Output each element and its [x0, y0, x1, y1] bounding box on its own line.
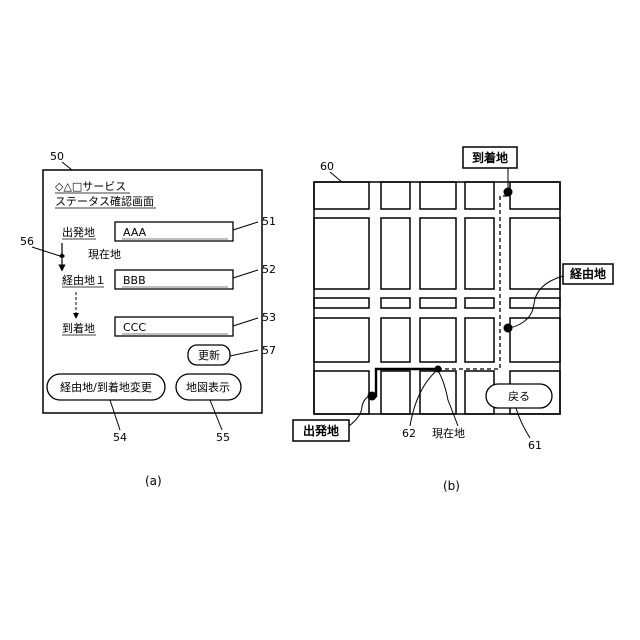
- panel-a: 50 ◇△□サービス ステータス確認画面 出発地 AAA 51 56 現在地 経…: [20, 150, 276, 488]
- panel-b: 60: [293, 147, 613, 493]
- ref-back-button: 61: [528, 439, 542, 452]
- ref-change-button: 54: [113, 431, 127, 444]
- waypoint-value: BBB: [123, 274, 146, 287]
- ref-screen: 50: [50, 150, 64, 163]
- arrival-point: [504, 188, 513, 197]
- current-location-label: 現在地: [88, 248, 121, 261]
- departure-value: AAA: [123, 226, 147, 239]
- current-location-map-label: 現在地: [432, 427, 465, 440]
- caption-a: (a): [145, 474, 162, 488]
- arrival-callout-label: 到着地: [472, 150, 508, 165]
- ref-screen-leader: [62, 162, 72, 170]
- screen-title-line1: ◇△□サービス: [55, 180, 126, 193]
- ref-departure-field: 51: [262, 215, 276, 228]
- ref-route: 62: [402, 427, 416, 440]
- ref-update-button: 57: [262, 344, 276, 357]
- ref-arrival-field: 53: [262, 311, 276, 324]
- screen-title-line2: ステータス確認画面: [55, 194, 154, 208]
- departure-label: 出発地: [62, 225, 95, 239]
- map-button-label: 地図表示: [186, 380, 230, 394]
- ref-map-button: 55: [216, 431, 230, 444]
- ref-map: 60: [320, 160, 334, 173]
- waypoint-label: 経由地１: [62, 273, 106, 287]
- ref-waypoint-field: 52: [262, 263, 276, 276]
- waypoint-callout-label: 経由地: [570, 266, 606, 281]
- update-button-label: 更新: [198, 348, 220, 362]
- departure-callout-label: 出発地: [303, 423, 339, 438]
- arrival-value: CCC: [123, 321, 146, 334]
- ref-progress: 56: [20, 235, 34, 248]
- caption-b: (b): [443, 479, 460, 493]
- change-button-label: 経由地/到着地変更: [60, 380, 152, 394]
- back-button-label: 戻る: [508, 390, 530, 403]
- arrival-label: 到着地: [62, 321, 95, 335]
